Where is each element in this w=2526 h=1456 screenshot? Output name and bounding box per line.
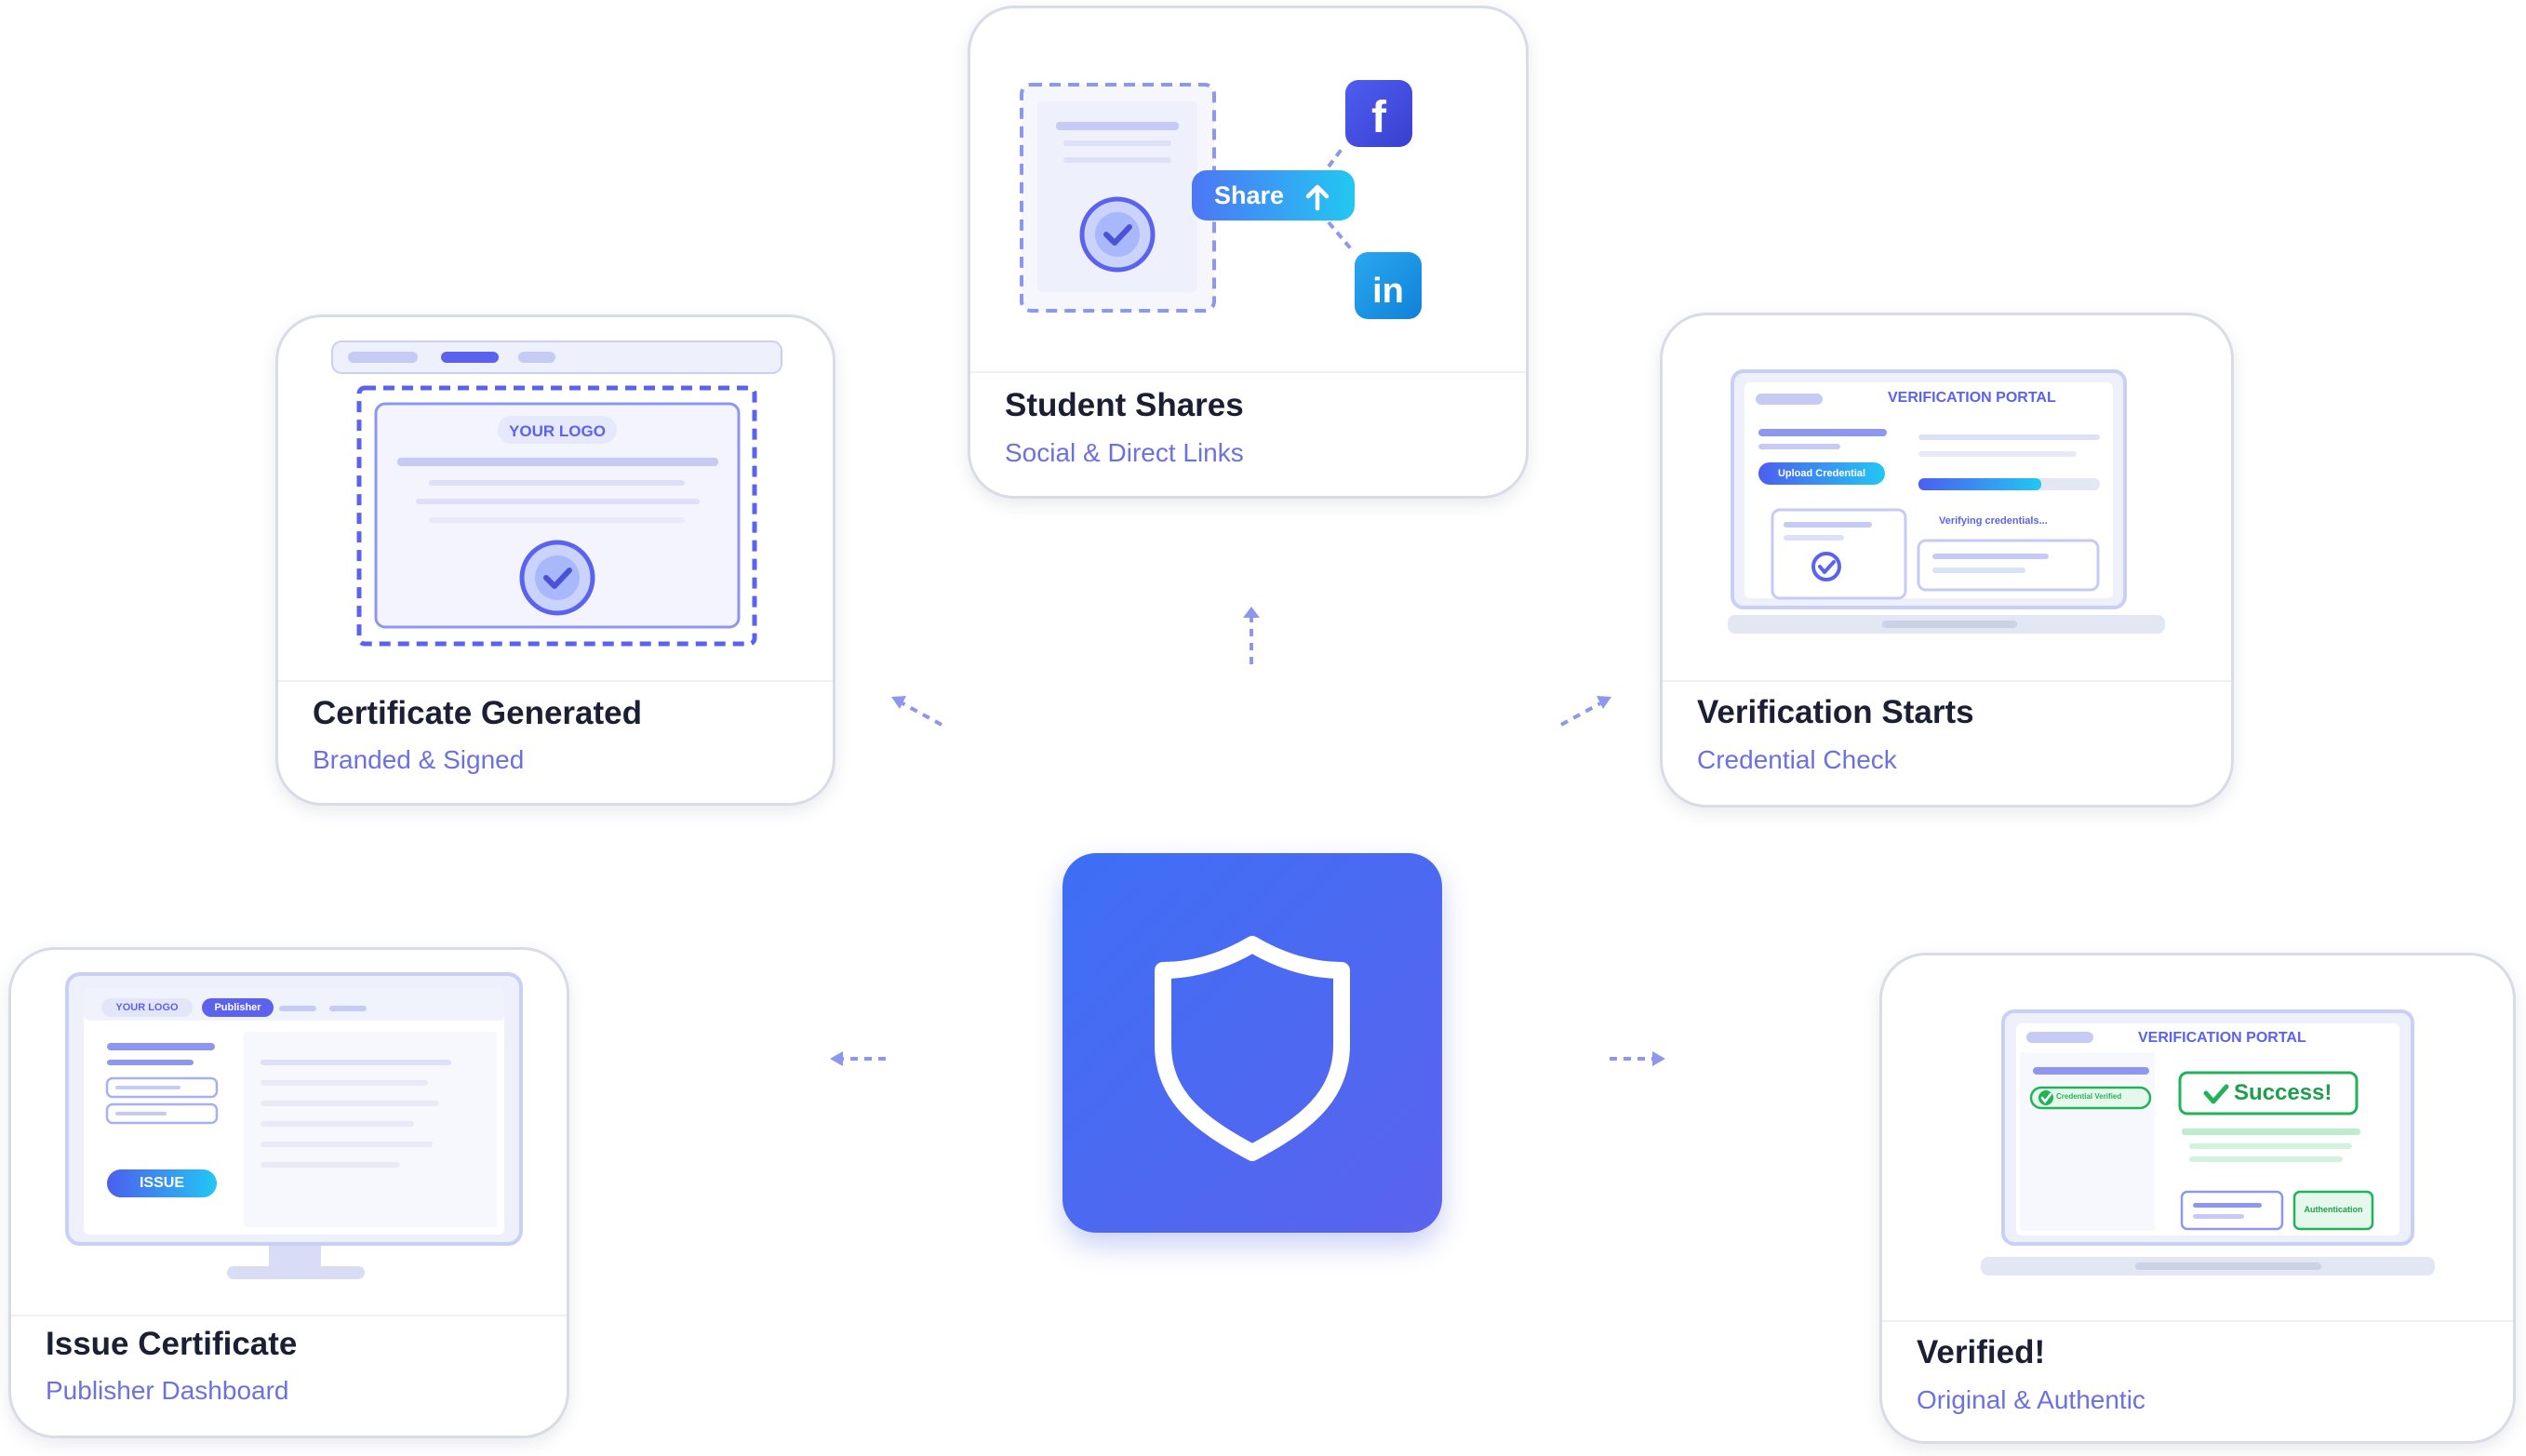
arrow-to-certificate-generated xyxy=(891,696,942,727)
card-verification-starts: VERIFICATION PORTAL Upload Credential Ve… xyxy=(1660,313,2234,808)
card-divider xyxy=(1663,680,2231,682)
logo-placeholder: YOUR LOGO xyxy=(115,1002,179,1013)
card-divider xyxy=(970,371,1526,373)
arrow-to-verified xyxy=(1610,1051,1665,1066)
authentication-label: Authentication xyxy=(2304,1205,2363,1214)
card-divider xyxy=(1882,1320,2513,1322)
card-title: Certificate Generated xyxy=(313,695,643,731)
dashboard-illustration xyxy=(65,972,523,1279)
shield-hub xyxy=(1063,853,1442,1233)
issue-button[interactable]: ISSUE xyxy=(139,1175,184,1191)
logo-placeholder: YOUR LOGO xyxy=(509,422,606,440)
card-title: Student Shares xyxy=(1005,387,1244,423)
card-subtitle: Original & Authentic xyxy=(1917,1385,2145,1414)
linkedin-icon[interactable]: in xyxy=(1355,252,1422,319)
card-certificate-generated: YOUR LOGO Certificate Generated Branded … xyxy=(275,314,835,806)
card-divider xyxy=(278,680,833,682)
card-title: Verified! xyxy=(1917,1334,2046,1370)
portal-label: VERIFICATION PORTAL xyxy=(1888,390,2056,406)
facebook-icon[interactable]: f xyxy=(1345,80,1412,147)
card-title: Issue Certificate xyxy=(46,1326,298,1362)
certificate-illustration xyxy=(331,341,782,647)
card-student-shares: f in Share Student Shares Social & Direc… xyxy=(968,6,1529,499)
arrow-to-issue-certificate xyxy=(830,1051,886,1066)
publisher-badge: Publisher xyxy=(214,1002,261,1013)
verification-illustration xyxy=(1728,369,2165,634)
card-subtitle: Social & Direct Links xyxy=(1005,438,1244,467)
svg-text:in: in xyxy=(1372,272,1404,311)
card-subtitle: Credential Check xyxy=(1697,745,1897,774)
credential-verified-badge: Credential Verified xyxy=(2056,1092,2122,1101)
upload-credential-button[interactable]: Upload Credential xyxy=(1777,468,1866,479)
card-subtitle: Publisher Dashboard xyxy=(46,1376,289,1405)
arrow-to-verification-starts xyxy=(1560,696,1611,727)
card-divider xyxy=(11,1315,567,1316)
verified-illustration xyxy=(1981,1009,2435,1276)
svg-text:f: f xyxy=(1371,93,1387,142)
card-title: Verification Starts xyxy=(1697,694,1974,730)
share-illustration: f in xyxy=(1020,80,1422,319)
success-label: Success! xyxy=(2234,1080,2332,1105)
card-verified: VERIFICATION PORTAL Credential Verified … xyxy=(1879,953,2516,1444)
shield-icon xyxy=(1155,936,1350,1161)
portal-label: VERIFICATION PORTAL xyxy=(2138,1030,2306,1046)
arrow-to-student-shares xyxy=(1243,607,1260,664)
verifying-status: Verifying credentials... xyxy=(1939,515,2048,527)
card-subtitle: Branded & Signed xyxy=(313,745,525,774)
card-issue-certificate: YOUR LOGO Publisher ISSUE Issue Certific… xyxy=(8,947,569,1438)
share-button[interactable]: Share xyxy=(1214,181,1285,209)
